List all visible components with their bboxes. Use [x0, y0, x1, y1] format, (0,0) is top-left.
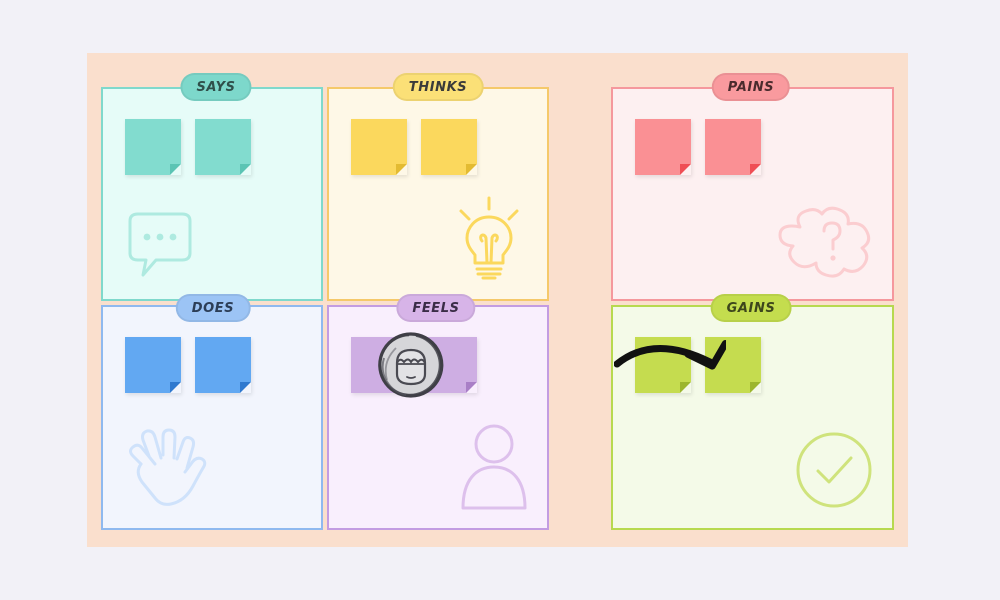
persona-avatar[interactable]	[376, 330, 446, 400]
pill-text: PAINS	[727, 79, 775, 95]
sticky-notes-row-says	[125, 119, 251, 175]
sticky-notes-row-thinks	[351, 119, 477, 175]
check-circle-icon	[794, 430, 874, 514]
lightbulb-icon	[449, 195, 529, 285]
sticky-notes-row-does	[125, 337, 251, 393]
sticky-note[interactable]	[421, 119, 477, 175]
sticky-note[interactable]	[125, 119, 181, 175]
flow-arrow	[613, 335, 729, 383]
user-profile-group[interactable]	[101, 87, 549, 530]
pill-text: THINKS	[408, 79, 468, 95]
sticky-note[interactable]	[705, 119, 761, 175]
pill-text: DOES	[191, 300, 235, 316]
sticky-note[interactable]	[195, 119, 251, 175]
quadrant-label-gains[interactable]: GAINS	[710, 294, 792, 322]
pill-text: FEELS	[412, 300, 460, 316]
pill-text: SAYS	[196, 79, 236, 95]
quadrant-does[interactable]	[101, 305, 323, 530]
sticky-note[interactable]	[351, 119, 407, 175]
hand-icon	[121, 428, 211, 514]
quadrant-thinks[interactable]	[327, 87, 549, 301]
quadrant-label-thinks[interactable]: THINKS	[392, 73, 484, 101]
person-icon	[459, 424, 529, 514]
quadrant-label-feels[interactable]: FEELS	[396, 294, 476, 322]
sticky-note[interactable]	[125, 337, 181, 393]
sticky-note[interactable]	[195, 337, 251, 393]
thought-cloud-question-icon	[772, 205, 874, 285]
sticky-notes-row-pains	[635, 119, 761, 175]
board-canvas[interactable]: SAYS THINKS DOES FEELS PAINS GAINS	[87, 53, 908, 547]
quadrant-pains[interactable]	[611, 87, 894, 301]
quadrant-label-does[interactable]: DOES	[175, 294, 251, 322]
quadrant-label-pains[interactable]: PAINS	[711, 73, 791, 101]
pill-text: GAINS	[726, 300, 776, 316]
quadrant-says[interactable]	[101, 87, 323, 301]
quadrant-label-says[interactable]: SAYS	[180, 73, 252, 101]
speech-bubble-icon	[121, 209, 199, 285]
sticky-note[interactable]	[635, 119, 691, 175]
